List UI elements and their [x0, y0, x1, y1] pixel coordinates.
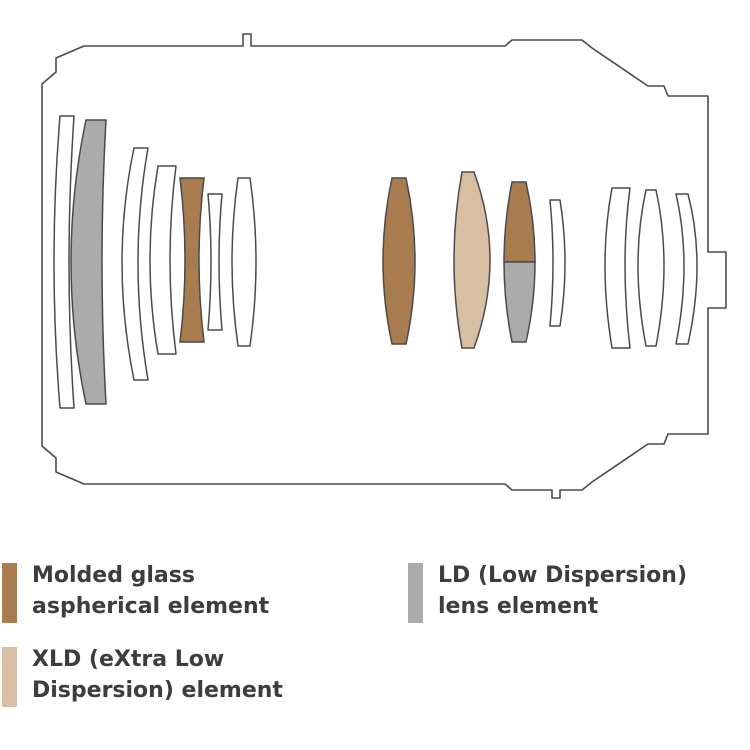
legend-label-ld-line1: LD (Low Dispersion)	[438, 563, 687, 588]
lens-element-10-ld-half	[503, 261, 536, 343]
lens-element-12	[604, 187, 631, 349]
legend-label-xld-line2: Dispersion) element	[32, 678, 283, 703]
lens-diagram	[41, 33, 727, 499]
lens-barrel-outline	[41, 33, 727, 499]
legend-item-aspherical: Molded glass aspherical element	[2, 563, 269, 623]
lens-element-8-aspherical	[382, 177, 416, 345]
lens-element-7	[231, 177, 257, 347]
lens-element-2-ld	[70, 119, 107, 405]
lens-element-11	[549, 199, 566, 327]
lens-element-5-aspherical	[179, 177, 205, 343]
lens-element-3	[121, 147, 149, 381]
legend-label-aspherical-line1: Molded glass	[32, 563, 195, 588]
legend-label-aspherical: Molded glass aspherical element	[32, 560, 269, 622]
legend: Molded glass aspherical element LD (Low …	[0, 555, 750, 750]
lens-element-9-xld	[453, 171, 491, 349]
lens-element-4	[149, 165, 177, 355]
legend-label-xld: XLD (eXtra Low Dispersion) element	[32, 644, 283, 706]
legend-item-xld: XLD (eXtra Low Dispersion) element	[2, 647, 283, 707]
lens-element-6	[207, 193, 223, 331]
lens-element-13	[637, 189, 665, 347]
lens-cross-section-svg	[41, 33, 727, 499]
legend-swatch-ld	[408, 563, 423, 623]
lens-element-10-aspherical-half	[503, 181, 536, 263]
legend-swatch-xld	[2, 647, 17, 707]
lens-element-1	[53, 115, 75, 409]
legend-label-aspherical-line2: aspherical element	[32, 594, 270, 619]
legend-label-xld-line1: XLD (eXtra Low	[32, 647, 225, 672]
legend-swatch-aspherical	[2, 563, 17, 623]
legend-label-ld-line2: lens element	[438, 594, 599, 619]
legend-item-ld: LD (Low Dispersion) lens element	[408, 563, 687, 623]
lens-element-14	[675, 193, 698, 345]
legend-label-ld: LD (Low Dispersion) lens element	[438, 560, 687, 622]
